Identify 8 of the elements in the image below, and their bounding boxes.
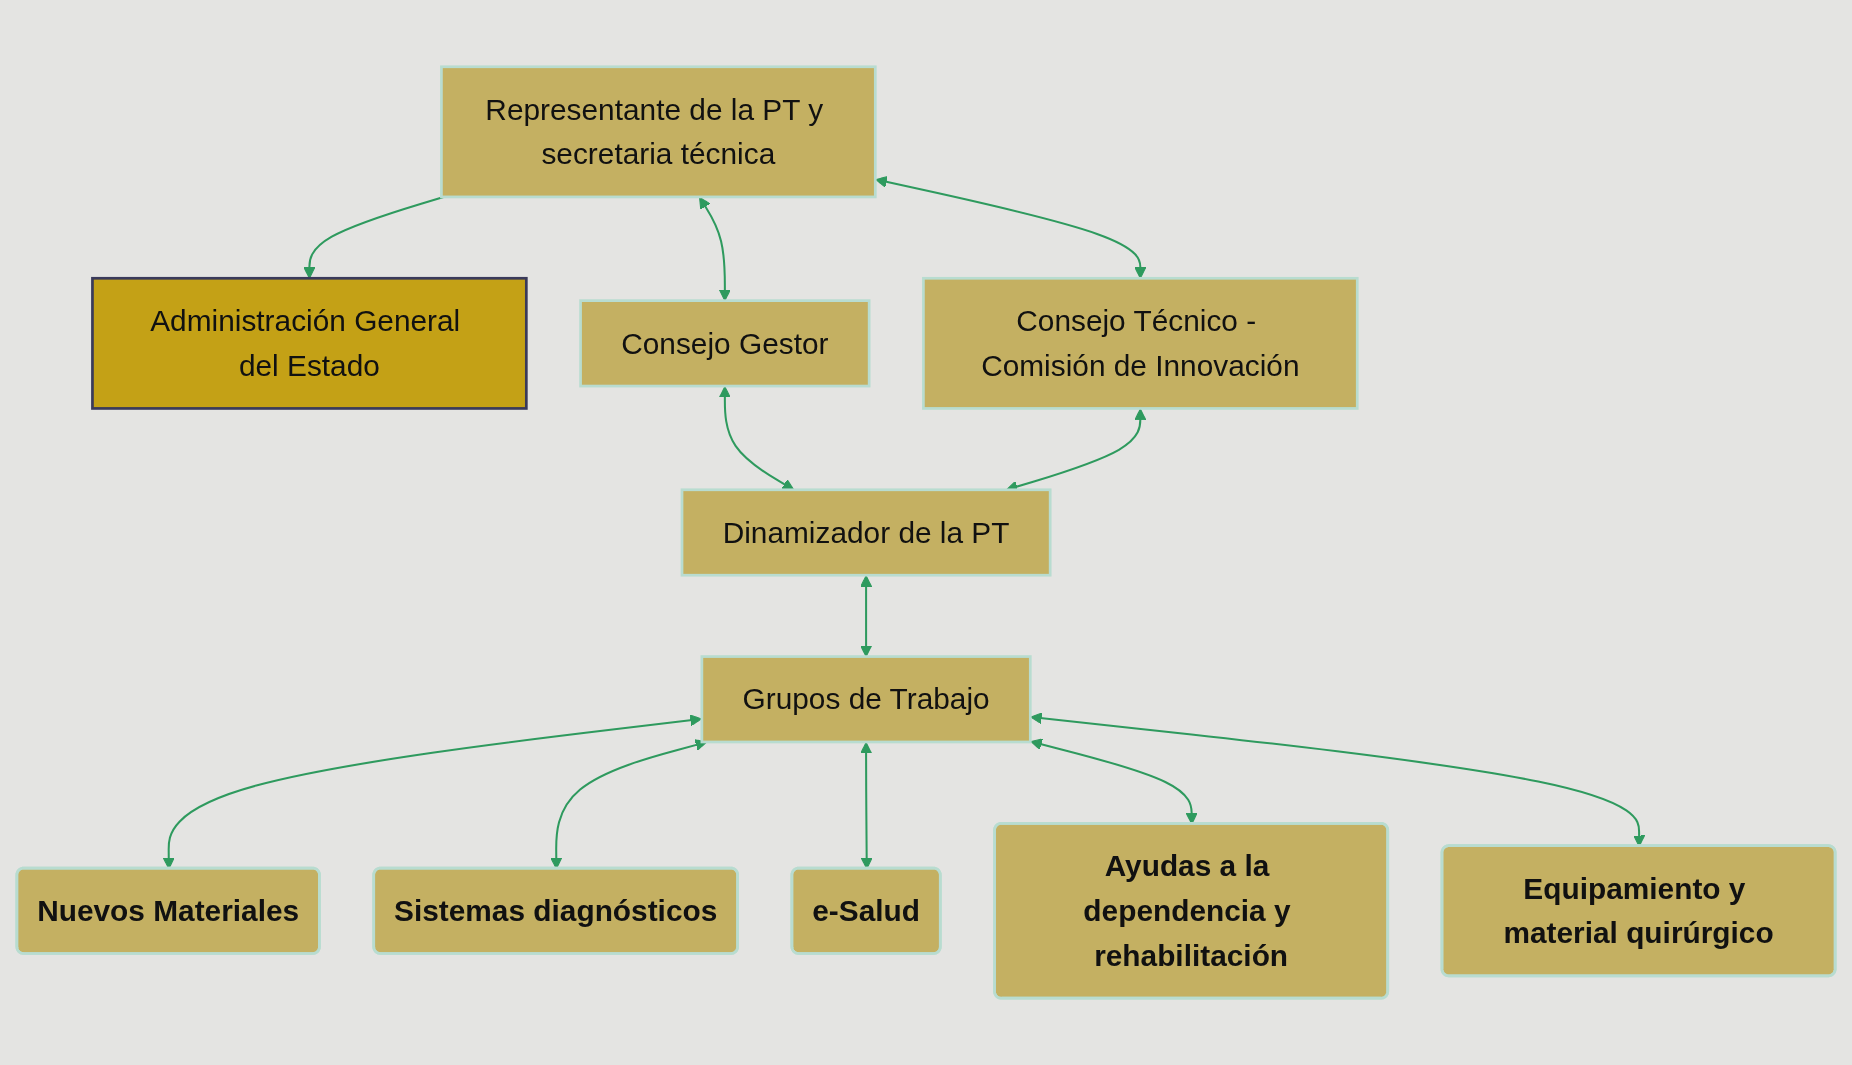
node-box: Administración General del Estado — [91, 276, 528, 410]
node-box: Consejo Gestor — [579, 299, 871, 388]
node-box: Consejo Técnico - Comisión de Innovación — [922, 276, 1359, 410]
arrow — [303, 195, 444, 279]
node-box: Grupos de Trabajo — [700, 655, 1032, 744]
node-box: Dinamizador de la PT — [680, 488, 1052, 577]
node-box: Representante de la PT y secretaria técnica — [440, 65, 877, 199]
arrow — [875, 176, 1147, 279]
